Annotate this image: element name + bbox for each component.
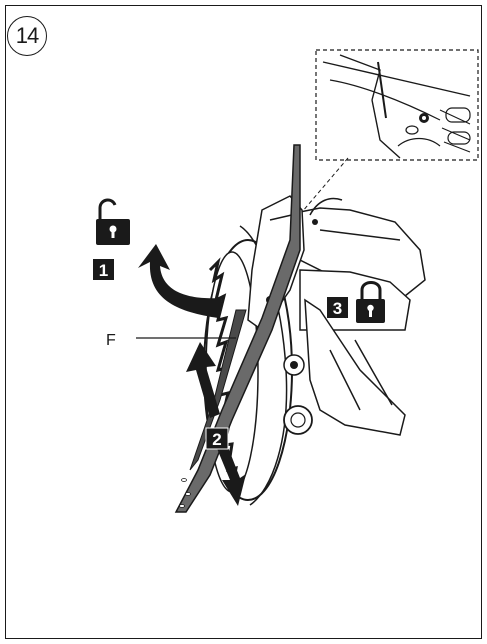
figure-frame <box>5 5 482 639</box>
step-3-label: 3 <box>333 299 342 318</box>
unlock-icon <box>96 198 130 245</box>
inset-leader-line <box>301 157 349 213</box>
step-3-badge: 3 <box>327 297 348 318</box>
step-number-circle: 14 <box>7 16 47 56</box>
step-2-label: 2 <box>212 430 221 449</box>
lock-icon <box>356 281 385 323</box>
step-number: 14 <box>15 23 40 48</box>
step-1-badge: 1 <box>93 259 114 280</box>
step-1-label: 1 <box>99 261 108 280</box>
slide-arrows <box>186 342 246 506</box>
part-label-f: F <box>106 332 116 349</box>
rotate-arrow <box>138 244 222 318</box>
step-2-badge: 2 <box>205 427 229 450</box>
detail-inset <box>315 49 479 161</box>
